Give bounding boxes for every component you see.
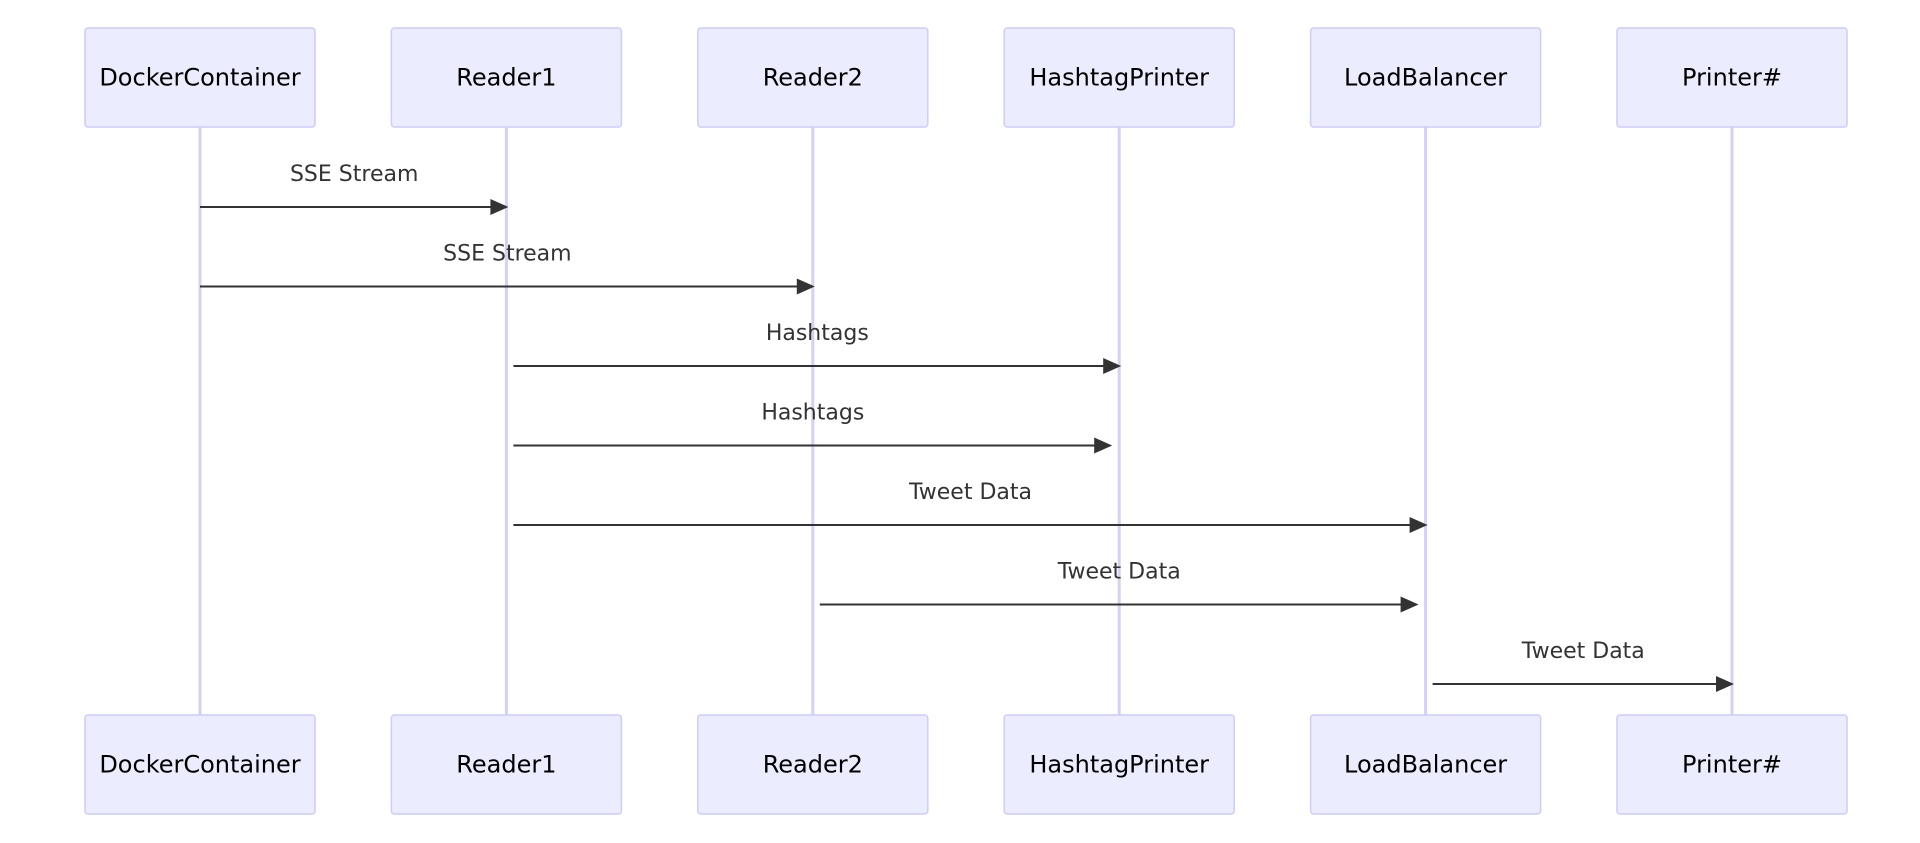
- actor-hashtag-bottom: HashtagPrinter: [1003, 714, 1235, 815]
- actor-label: DockerContainer: [99, 751, 300, 779]
- actor-box: [697, 27, 929, 128]
- message-4: Tweet Data: [513, 480, 1428, 533]
- actor-box: [84, 714, 316, 815]
- actor-label: LoadBalancer: [1344, 751, 1507, 779]
- actor-printer-bottom: Printer#: [1616, 714, 1848, 815]
- actor-lb-top: LoadBalancer: [1309, 27, 1542, 128]
- actor-box: [1003, 27, 1235, 128]
- message-6: Tweet Data: [1432, 639, 1734, 692]
- message-label: Tweet Data: [1521, 639, 1645, 664]
- actor-label: Reader1: [456, 751, 556, 779]
- actor-label: Printer#: [1682, 64, 1782, 92]
- actor-label: Reader1: [456, 64, 556, 92]
- message-2: Hashtags: [513, 321, 1122, 374]
- actor-reader2-top: Reader2: [697, 27, 929, 128]
- lifelines: [198, 127, 1734, 715]
- actor-box: [1616, 714, 1848, 815]
- actor-reader2-bottom: Reader2: [697, 714, 929, 815]
- actor-docker-bottom: DockerContainer: [84, 714, 316, 815]
- arrowhead: [1094, 437, 1113, 454]
- message-label: Hashtags: [761, 401, 864, 426]
- actor-box: [1616, 27, 1848, 128]
- actor-label: HashtagPrinter: [1029, 64, 1209, 92]
- message-1: SSE Stream: [200, 242, 815, 295]
- actor-label: DockerContainer: [99, 64, 300, 92]
- arrowhead: [796, 278, 815, 295]
- actor-box: [697, 714, 929, 815]
- actor-label: LoadBalancer: [1344, 64, 1507, 92]
- actor-label: Reader2: [763, 64, 863, 92]
- arrowhead: [1400, 596, 1419, 613]
- actor-box: [390, 714, 623, 815]
- actor-docker-top: DockerContainer: [84, 27, 316, 128]
- arrowhead: [1716, 676, 1734, 692]
- arrowhead: [1409, 517, 1428, 533]
- message-label: Hashtags: [766, 321, 869, 346]
- actor-reader1-top: Reader1: [390, 27, 623, 128]
- actor-label: Reader2: [763, 751, 863, 779]
- message-label: SSE Stream: [443, 242, 571, 267]
- actor-hashtag-top: HashtagPrinter: [1003, 27, 1235, 128]
- message-label: Tweet Data: [908, 480, 1032, 505]
- message-label: Tweet Data: [1057, 560, 1181, 585]
- message-label: SSE Stream: [290, 162, 418, 187]
- actor-box: [1003, 714, 1235, 815]
- actor-box: [1309, 27, 1542, 128]
- message-0: SSE Stream: [200, 162, 509, 215]
- actor-box: [84, 27, 316, 128]
- message-3: Hashtags: [513, 401, 1113, 454]
- actor-lb-bottom: LoadBalancer: [1309, 714, 1542, 815]
- actor-label: Printer#: [1682, 751, 1782, 779]
- message-5: Tweet Data: [819, 560, 1419, 613]
- actor-reader1-bottom: Reader1: [390, 714, 623, 815]
- actor-box: [390, 27, 623, 128]
- arrowhead: [1103, 358, 1122, 374]
- actor-box: [1309, 714, 1542, 815]
- actor-printer-top: Printer#: [1616, 27, 1848, 128]
- actor-label: HashtagPrinter: [1029, 751, 1209, 779]
- arrowhead: [490, 199, 509, 215]
- actors: DockerContainerDockerContainerReader1Rea…: [84, 27, 1848, 815]
